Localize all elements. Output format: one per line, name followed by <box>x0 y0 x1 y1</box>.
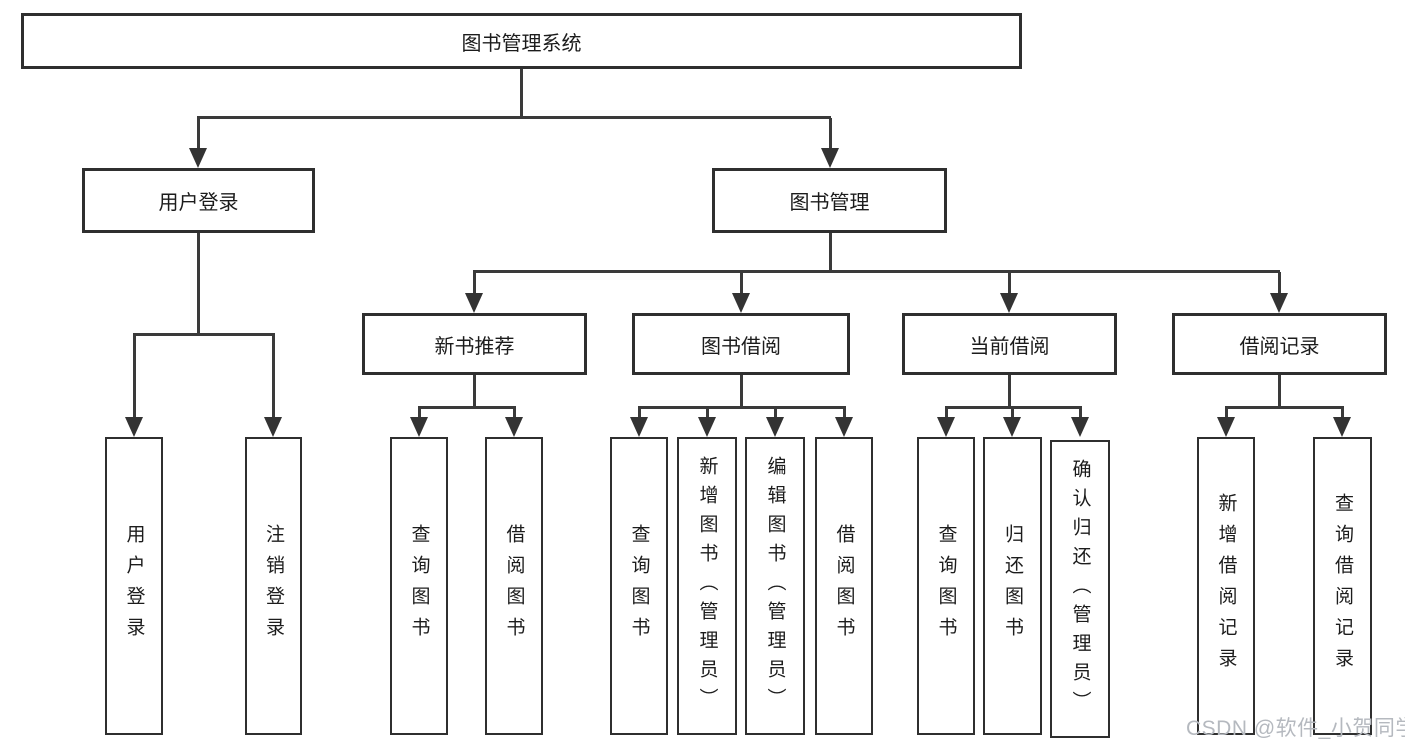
leaf-newbook-borrow-books: 借阅图书 <box>485 437 543 735</box>
connector-line <box>196 118 200 148</box>
connector-line <box>196 116 831 119</box>
connector-line <box>1340 408 1344 417</box>
arrow-down-icon <box>264 417 282 437</box>
leaf-label: 注销登录 <box>263 524 284 648</box>
connector-line <box>417 406 516 409</box>
connector-line <box>705 408 709 417</box>
leaf-label: 借阅图书 <box>833 524 855 648</box>
leaf-label: 查询图书 <box>935 524 957 648</box>
leaf-newbook-query-books: 查询图书 <box>390 437 448 735</box>
node-book-management: 图书管理 <box>712 168 947 233</box>
leaf-user-login: 用户登录 <box>105 437 163 735</box>
node-borrow-records: 借阅记录 <box>1172 313 1387 375</box>
connector-line <box>773 408 777 417</box>
connector-line <box>828 233 832 272</box>
connector-line <box>1007 272 1011 293</box>
node-root-system: 图书管理系统 <box>21 13 1022 69</box>
connector-line <box>472 270 1280 273</box>
leaf-records-add-borrow-record: 新增借阅记录 <box>1197 437 1255 735</box>
arrow-down-icon <box>1000 293 1018 313</box>
node-label: 用户登录 <box>158 192 239 214</box>
arrow-down-icon <box>835 417 853 437</box>
node-new-book-recommend: 新书推荐 <box>362 313 587 375</box>
leaf-borrowing-add-books-admin: 新增图书（管理员） <box>677 437 737 735</box>
leaf-label: 确认归还（管理员） <box>1069 458 1091 720</box>
connector-line <box>944 408 948 417</box>
node-label: 当前借阅 <box>969 335 1050 358</box>
connector-line <box>1010 408 1014 417</box>
connector-line <box>637 408 641 417</box>
connector-line <box>1277 375 1281 408</box>
leaf-current-confirm-return-admin: 确认归还（管理员） <box>1050 440 1110 738</box>
connector-line <box>1224 406 1344 409</box>
connector-line <box>472 375 476 408</box>
leaf-borrowing-borrow-books: 借阅图书 <box>815 437 873 735</box>
leaf-label: 新增借阅记录 <box>1215 493 1237 679</box>
leaf-label: 用户登录 <box>123 524 145 648</box>
connector-line <box>739 272 743 293</box>
connector-line <box>132 333 275 336</box>
arrow-down-icon <box>630 417 648 437</box>
arrow-down-icon <box>821 148 839 168</box>
connector-line <box>739 375 743 408</box>
node-label: 图书管理系统 <box>461 32 582 55</box>
connector-line <box>271 335 275 417</box>
leaf-borrowing-query-books: 查询图书 <box>610 437 668 735</box>
node-label: 新书推荐 <box>434 335 515 358</box>
node-label: 图书借阅 <box>701 335 781 358</box>
leaf-borrowing-edit-books-admin: 编辑图书（管理员） <box>745 437 805 735</box>
arrow-down-icon <box>189 148 207 168</box>
node-current-borrowing: 当前借阅 <box>902 313 1117 375</box>
arrow-down-icon <box>937 417 955 437</box>
node-label: 图书管理 <box>789 192 870 214</box>
leaf-label: 查询图书 <box>628 524 650 648</box>
connector-line <box>196 233 200 335</box>
leaf-label: 借阅图书 <box>503 524 525 648</box>
node-label: 借阅记录 <box>1239 335 1320 358</box>
arrow-down-icon <box>1270 293 1288 313</box>
connector-line <box>132 335 136 417</box>
arrow-down-icon <box>125 417 143 437</box>
leaf-label: 查询借阅记录 <box>1332 493 1353 679</box>
connector-line <box>519 69 523 118</box>
arrow-down-icon <box>505 417 523 437</box>
csdn-watermark: CSDN @软件_小贺同学 <box>1186 717 1405 740</box>
arrow-down-icon <box>465 293 483 313</box>
leaf-label: 归还图书 <box>1002 524 1023 648</box>
connector-line <box>1277 272 1281 293</box>
leaf-current-return-books: 归还图书 <box>983 437 1042 735</box>
leaf-logout: 注销登录 <box>245 437 302 735</box>
connector-line <box>417 408 421 417</box>
leaf-label: 编辑图书（管理员） <box>764 455 786 717</box>
arrow-down-icon <box>1333 417 1351 437</box>
connector-line <box>1007 375 1011 408</box>
connector-line <box>1224 408 1228 417</box>
arrow-down-icon <box>1003 417 1021 437</box>
connector-line <box>637 406 846 409</box>
arrow-down-icon <box>698 417 716 437</box>
connector-line <box>472 272 476 293</box>
leaf-label: 查询图书 <box>408 524 430 648</box>
leaf-records-query-borrow-record: 查询借阅记录 <box>1313 437 1372 735</box>
connector-line <box>842 408 846 417</box>
arrow-down-icon <box>732 293 750 313</box>
node-book-borrowing: 图书借阅 <box>632 313 850 375</box>
leaf-current-query-books: 查询图书 <box>917 437 975 735</box>
arrow-down-icon <box>766 417 784 437</box>
arrow-down-icon <box>1071 417 1089 437</box>
arrow-down-icon <box>410 417 428 437</box>
connector-line <box>828 118 832 148</box>
connector-line <box>944 406 1082 409</box>
node-user-login: 用户登录 <box>82 168 315 233</box>
leaf-label: 新增图书（管理员） <box>696 455 718 717</box>
connector-line <box>1078 408 1082 417</box>
connector-line <box>512 408 516 417</box>
arrow-down-icon <box>1217 417 1235 437</box>
